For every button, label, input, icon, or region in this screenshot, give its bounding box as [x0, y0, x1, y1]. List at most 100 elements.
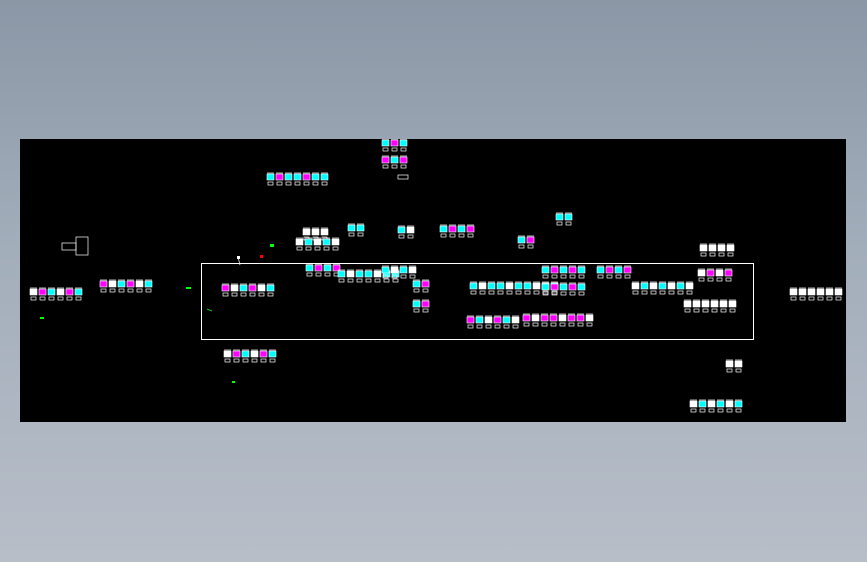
equipment-cluster-frame: [422, 288, 429, 293]
equipment-cluster-frame: [578, 291, 585, 296]
equipment-cluster-frame: [715, 269, 724, 277]
equipment-cluster-frame: [479, 290, 486, 295]
equipment-cluster-frame: [305, 264, 314, 272]
equipment-cluster-frame: [568, 322, 575, 327]
equipment-cluster-small: [397, 226, 406, 234]
equipment-cluster-top: [381, 139, 390, 147]
equipment-cluster-frame: [668, 290, 675, 295]
equipment-cluster-frame: [724, 269, 733, 277]
equipment-cluster-lower: [223, 350, 232, 358]
equipment-cluster-frame: [569, 274, 576, 279]
equipment-cluster-left: [75, 296, 82, 301]
equipment-cluster-frame: [412, 280, 421, 288]
equipment-cluster-frame: [577, 266, 586, 274]
equipment-cluster-frame: [541, 322, 548, 327]
equipment-cluster-frame: [485, 324, 492, 329]
equipment-cluster-right: [735, 368, 742, 373]
equipment-cluster-frame: [487, 282, 496, 290]
equipment-cluster-right: [709, 252, 716, 257]
equipment-cluster-frame: [374, 278, 381, 283]
marker-green: [232, 381, 235, 383]
equipment-cluster-upper: [303, 181, 310, 186]
equipment-cluster-left: [145, 288, 152, 293]
equipment-cluster-frame: [550, 283, 559, 291]
equipment-cluster-upper: [275, 173, 284, 181]
cad-drawing: [29, 139, 843, 413]
equipment-cluster-frame: [542, 291, 549, 296]
equipment-cluster-frame: [392, 278, 399, 283]
equipment-cluster-right: [725, 360, 734, 368]
equipment-cluster-small: [527, 244, 534, 249]
equipment-cluster-frame: [532, 282, 541, 290]
equipment-cluster-small: [407, 234, 414, 239]
equipment-cluster-frame: [364, 270, 373, 278]
equipment-cluster-top: [390, 139, 399, 147]
equipment-cluster-right: [789, 288, 798, 296]
equipment-cluster-top: [381, 156, 390, 164]
equipment-cluster-frame: [701, 300, 710, 308]
equipment-cluster-frame: [523, 322, 530, 327]
equipment-cluster-small: [467, 233, 474, 238]
equipment-cluster-right: [834, 288, 843, 296]
equipment-cluster-frame: [258, 292, 265, 297]
equipment-cluster-lower: [224, 358, 231, 363]
equipment-cluster-frame: [649, 282, 658, 290]
equipment-cluster-frame: [533, 290, 540, 295]
equipment-cluster-small: [518, 244, 525, 249]
equipment-cluster-frame: [523, 282, 532, 290]
equipment-cluster-frame: [511, 316, 520, 324]
equipment-cluster-lower: [269, 358, 276, 363]
equipment-cluster-frame: [725, 277, 732, 282]
equipment-cluster-right: [689, 400, 698, 408]
equipment-cluster-small: [311, 228, 320, 236]
equipment-cluster-frame: [576, 314, 585, 322]
equipment-cluster-right: [725, 400, 734, 408]
drawing-canvas[interactable]: [20, 139, 846, 422]
equipment-cluster-frame: [400, 274, 407, 279]
equipment-cluster-left: [117, 280, 126, 288]
equipment-cluster-frame: [355, 270, 364, 278]
equipment-cluster-frame: [632, 290, 639, 295]
equipment-cluster-frame: [466, 316, 475, 324]
symbol-outline: [61, 242, 77, 251]
equipment-cluster-left: [30, 296, 37, 301]
equipment-cluster-frame: [469, 282, 478, 290]
equipment-cluster-frame: [413, 288, 420, 293]
equipment-cluster-frame: [597, 274, 604, 279]
equipment-cluster-frame: [422, 308, 429, 313]
equipment-cluster-frame: [408, 266, 417, 274]
marker-green: [40, 317, 44, 319]
equipment-cluster-right: [726, 244, 735, 252]
equipment-cluster-lower: [232, 350, 241, 358]
equipment-cluster-frame: [568, 266, 577, 274]
equipment-cluster-upper: [276, 181, 283, 186]
equipment-cluster-frame: [347, 278, 354, 283]
equipment-cluster-small: [348, 232, 355, 237]
layout-frame: [201, 263, 754, 340]
equipment-cluster-frame: [693, 308, 700, 313]
equipment-cluster-frame: [522, 314, 531, 322]
equipment-cluster-frame: [667, 282, 676, 290]
equipment-cluster-lower: [241, 350, 250, 358]
equipment-cluster-frame: [586, 322, 593, 327]
equipment-cluster-top: [399, 139, 408, 147]
equipment-cluster-frame: [697, 269, 706, 277]
equipment-cluster-small: [323, 246, 330, 251]
equipment-cluster-right: [717, 408, 724, 413]
equipment-cluster-small: [440, 233, 447, 238]
equipment-cluster-small: [449, 233, 456, 238]
equipment-cluster-small: [356, 224, 365, 232]
equipment-cluster-top: [382, 164, 389, 169]
equipment-cluster-small: [466, 225, 475, 233]
equipment-cluster-left: [48, 296, 55, 301]
equipment-cluster-right: [826, 296, 833, 301]
equipment-cluster-frame: [484, 316, 493, 324]
equipment-cluster-frame: [222, 292, 229, 297]
equipment-cluster-upper: [320, 173, 329, 181]
equipment-cluster-frame: [356, 278, 363, 283]
equipment-cluster-frame: [623, 266, 632, 274]
equipment-cluster-upper: [312, 181, 319, 186]
equipment-cluster-small: [565, 221, 572, 226]
equipment-cluster-right: [734, 400, 743, 408]
equipment-cluster-frame: [711, 308, 718, 313]
